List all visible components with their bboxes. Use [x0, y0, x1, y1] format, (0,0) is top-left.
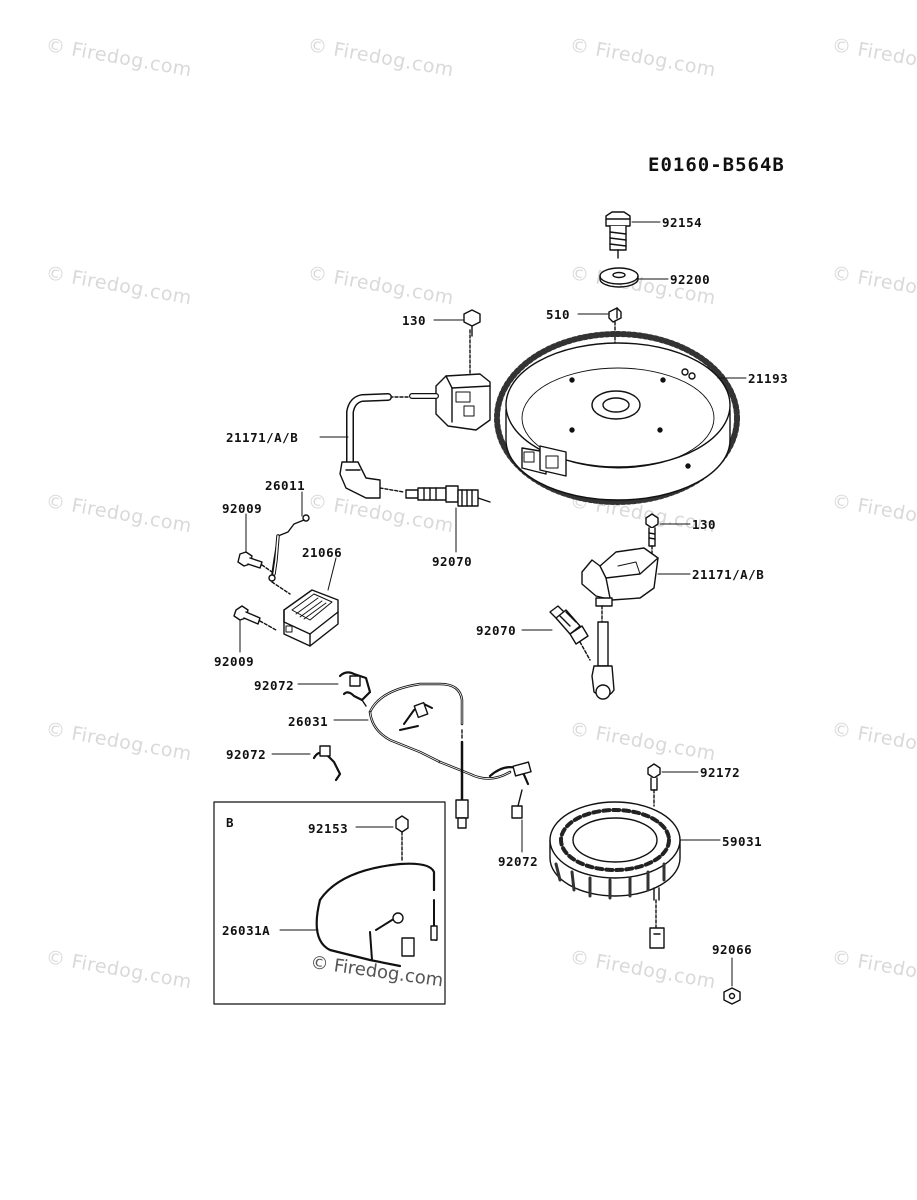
part-label-92154: 92154: [662, 215, 703, 230]
part-label-92172: 92172: [700, 765, 741, 780]
part-label-130-top: 130: [402, 313, 427, 328]
inset-b-frame: [213, 801, 446, 1005]
part-label-26011: 26011: [265, 478, 306, 493]
part-label-92009-top: 92009: [222, 501, 263, 516]
part-label-92072-a: 92072: [254, 678, 295, 693]
part-label-92066: 92066: [712, 942, 753, 957]
bolt-92172: [647, 763, 661, 807]
diagram-code: E0160-B564B: [648, 154, 785, 176]
ignition-coil-upper: [339, 309, 491, 499]
part-label-21171-left: 21171/A/B: [226, 430, 299, 445]
part-label-92200: 92200: [670, 272, 711, 287]
connector-92072-a: [338, 671, 372, 707]
ignition-coil-lower: [581, 547, 659, 700]
part-label-92072-c: 92072: [498, 854, 539, 869]
washer-92200: [599, 267, 639, 288]
part-label-92009-bottom: 92009: [214, 654, 255, 669]
part-label-92070-right: 92070: [476, 623, 517, 638]
bolt-92154: [605, 211, 631, 259]
leader-lines: [239, 221, 747, 987]
spark-plug-right: [549, 605, 591, 661]
part-label-26031: 26031: [288, 714, 329, 729]
spark-plug-left: [405, 485, 491, 507]
screw-92009-bottom: [233, 605, 277, 631]
part-label-92153: 92153: [308, 821, 349, 836]
part-label-21171-right: 21171/A/B: [692, 567, 765, 582]
part-label-92070-left: 92070: [432, 554, 473, 569]
inset-label-b: B: [226, 815, 235, 830]
regulator-21066: [283, 589, 339, 647]
ground-wire-26011: [268, 514, 310, 595]
part-label-510: 510: [546, 307, 571, 322]
screw-92009-top: [237, 551, 273, 573]
part-label-92072-b: 92072: [226, 747, 267, 762]
part-label-21066: 21066: [302, 545, 343, 560]
part-label-26031A: 26031A: [222, 923, 271, 938]
stator-59031: [549, 801, 681, 949]
flywheel-21193: [494, 331, 740, 505]
connector-92072-b: [312, 745, 342, 782]
part-label-130-right: 130: [692, 517, 717, 532]
harness-26031: [368, 682, 532, 829]
nut-92066: [723, 987, 741, 1005]
part-label-21193: 21193: [748, 371, 789, 386]
part-label-59031: 59031: [722, 834, 763, 849]
inset-b-harness-26031A: [315, 815, 438, 968]
